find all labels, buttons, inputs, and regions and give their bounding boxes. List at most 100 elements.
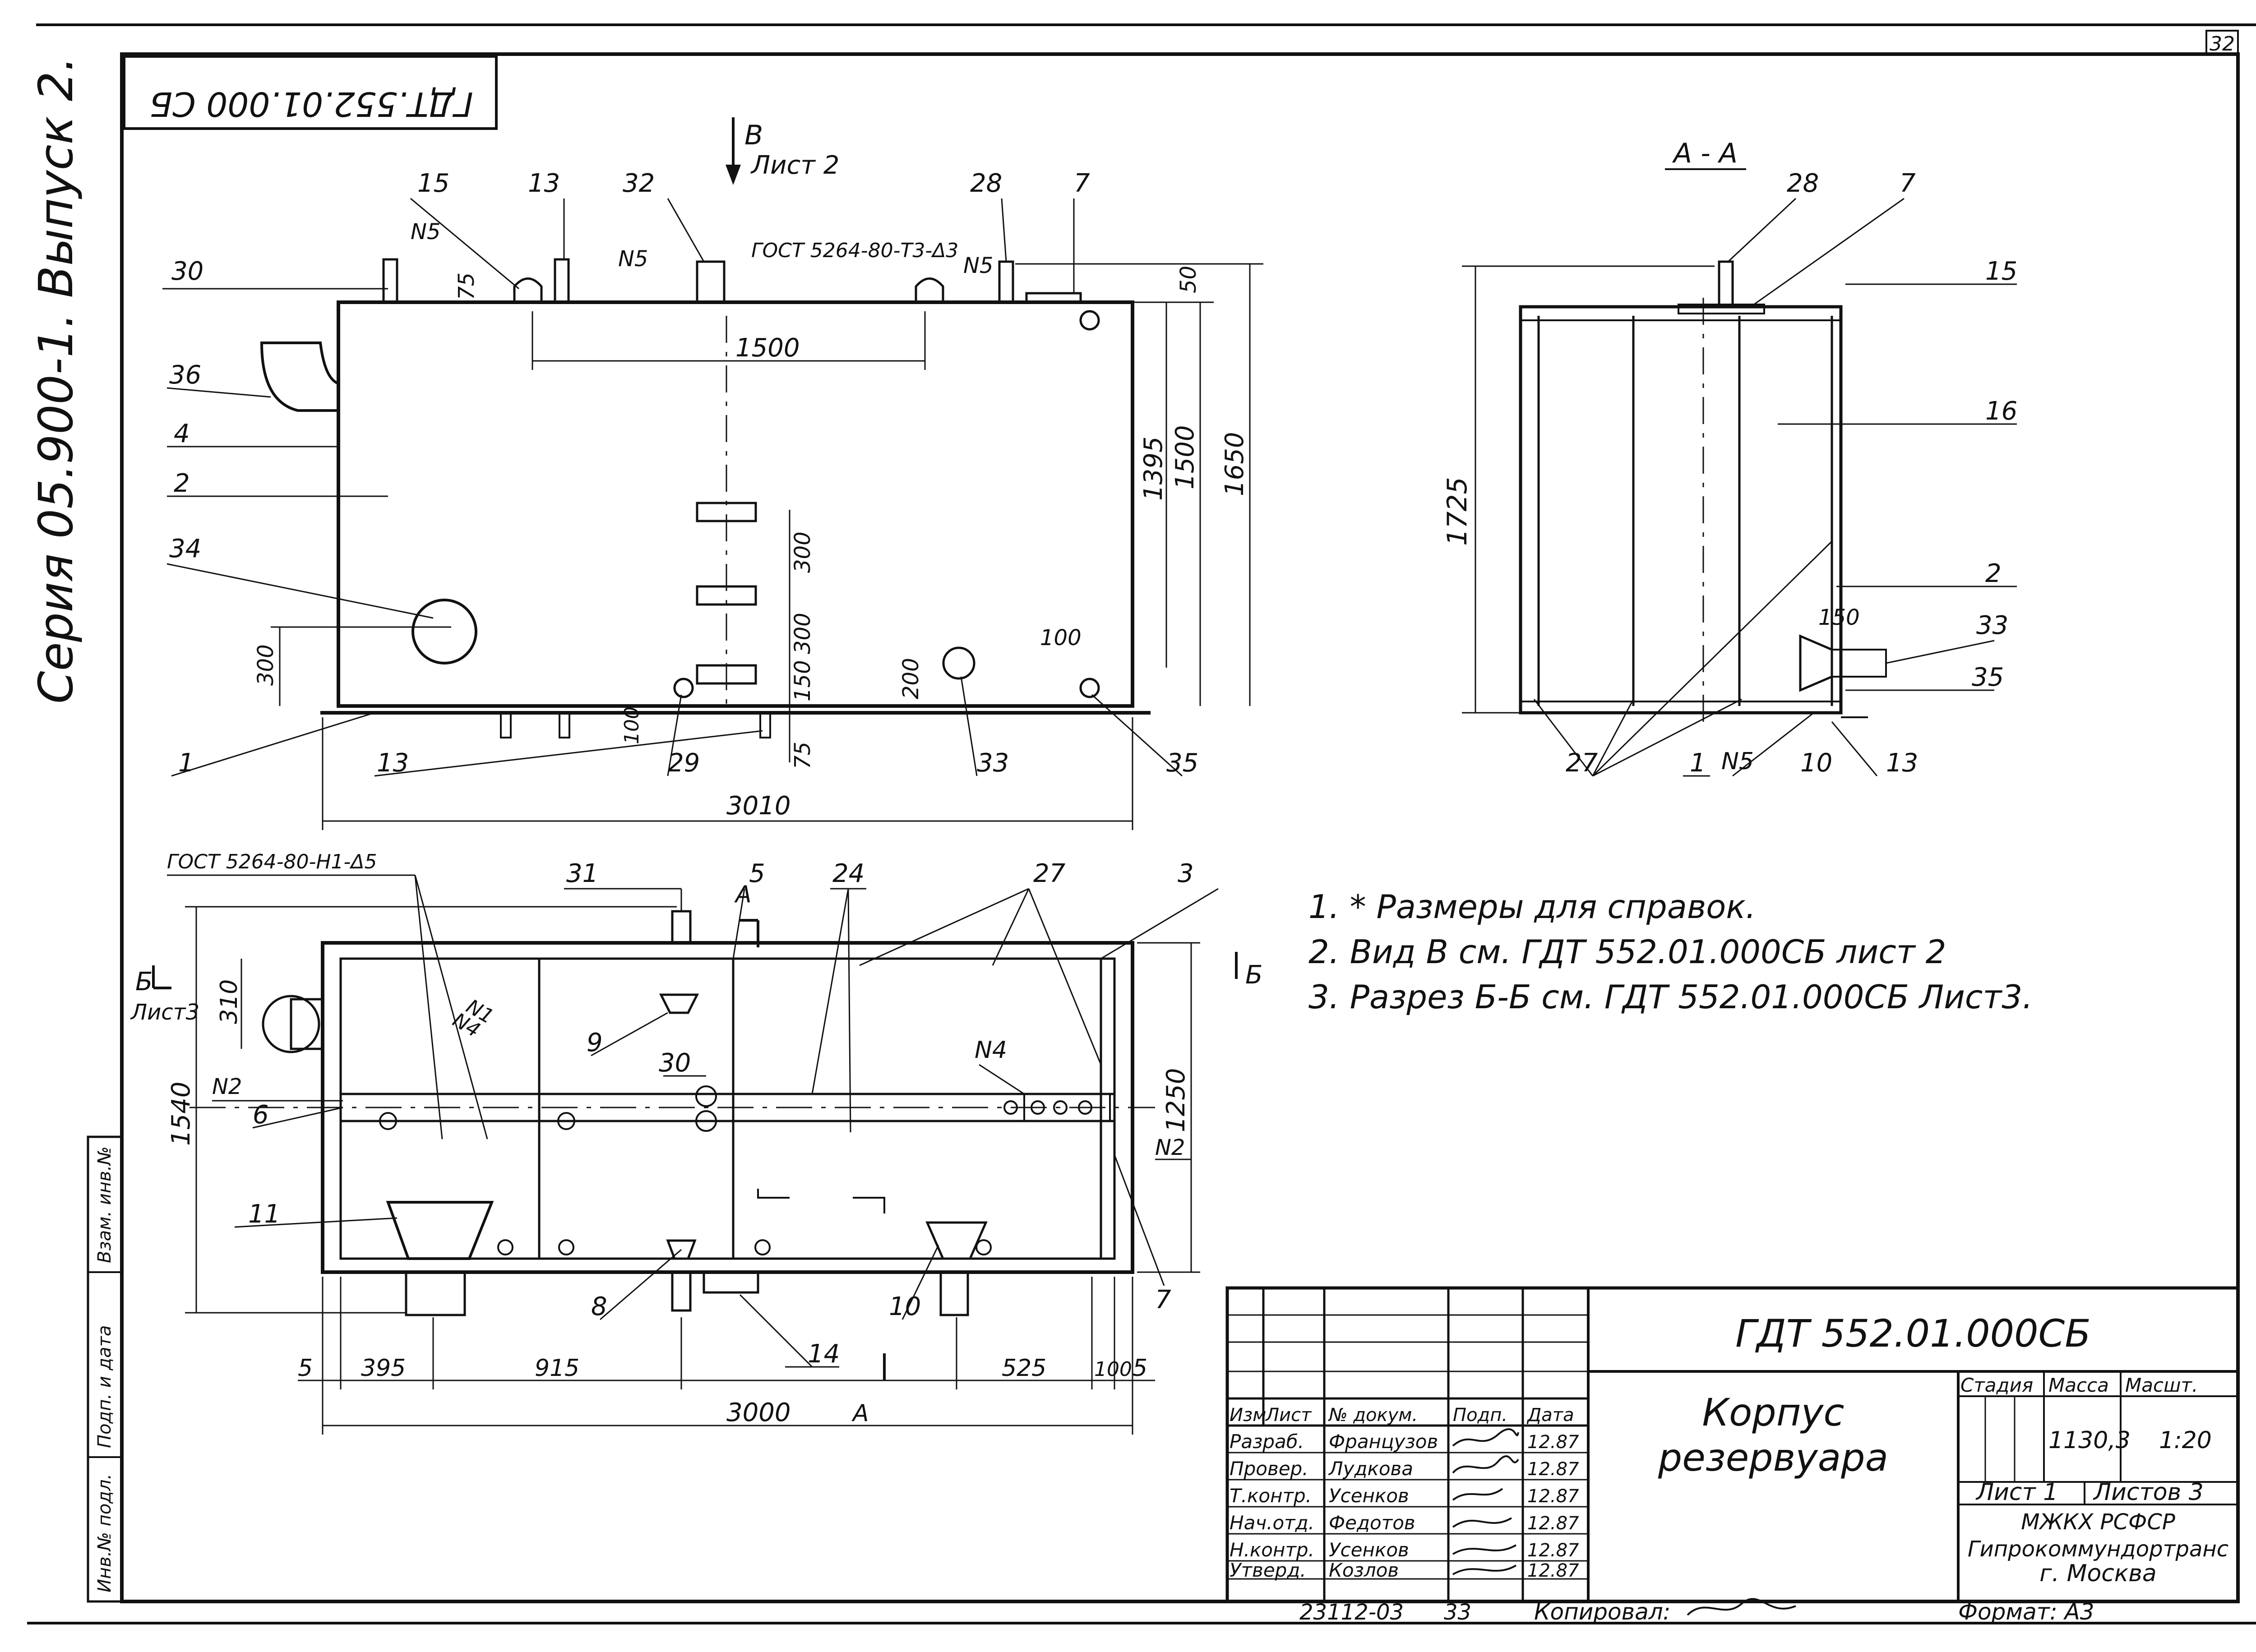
row-role: Н.контр. — [1230, 1539, 1314, 1561]
weld-mark: N5 — [963, 253, 993, 278]
callout: 35 — [1166, 748, 1198, 778]
dim: 150 — [1818, 605, 1860, 630]
note-1: 1. * Размеры для справок. — [1308, 888, 1756, 926]
callout: 34 — [169, 534, 201, 563]
callout: 7 — [1155, 1285, 1171, 1315]
callout: 10 — [889, 1292, 921, 1321]
section-b-sheet: Лист3 — [130, 1000, 199, 1025]
callout: 16 — [1985, 397, 2017, 426]
row-role: Нач.отд. — [1230, 1512, 1314, 1534]
section-b-mark: Б — [135, 967, 153, 997]
view-b-sheet: Лист 2 — [750, 151, 839, 180]
callout: 35 — [1972, 663, 2004, 692]
callout: 33 — [1976, 611, 2008, 640]
note-2: 2. Вид В см. ГДТ 552.01.000СБ лист 2 — [1308, 933, 1946, 971]
row-role: Утверд. — [1230, 1559, 1306, 1581]
section-aa — [1462, 168, 2017, 777]
callout: 15 — [417, 169, 449, 198]
callout: 13 — [1886, 748, 1918, 778]
dim: 75 — [790, 742, 815, 769]
org-3: г. Москва — [2039, 1560, 2157, 1587]
callout: 13 — [377, 748, 409, 778]
dim: 1650 — [1220, 432, 1249, 496]
dim: 100 — [1094, 1358, 1132, 1381]
dim: 395 — [361, 1355, 406, 1382]
sheets-value: Листов 3 — [2093, 1479, 2204, 1506]
callout: N4 — [975, 1037, 1007, 1064]
row-role: Разраб. — [1230, 1431, 1304, 1453]
row-date: 12.87 — [1527, 1432, 1579, 1453]
callout: 36 — [169, 360, 201, 390]
callout: 3 — [1178, 859, 1194, 888]
callout: 28 — [970, 169, 1002, 198]
org-1: МЖКХ РСФСР — [2021, 1509, 2175, 1535]
dim: 5 — [298, 1355, 313, 1382]
dim: 1540 — [166, 1081, 196, 1146]
org-2: Гипрокоммундортранс — [1968, 1537, 2228, 1562]
callout: N5 — [1721, 748, 1754, 775]
callout: N2 — [1155, 1135, 1185, 1160]
callout: 13 — [528, 169, 560, 198]
stage-header: Стадия — [1960, 1374, 2033, 1396]
section-b-mark: Б — [1245, 960, 1262, 990]
weld-left: ГОСТ 5264-80-Н1-Δ5 — [167, 850, 377, 873]
dim: 300 — [790, 613, 815, 654]
dim: 3010 — [726, 791, 791, 821]
row-name: Козлов — [1329, 1559, 1399, 1581]
footer-inv: 23112-03 — [1299, 1600, 1404, 1625]
title-name-1: Корпус — [1702, 1390, 1844, 1435]
weld-top: ГОСТ 5264-80-Т3-Δ3 — [751, 239, 958, 262]
section-a-mark: А — [734, 881, 752, 908]
note-3: 3. Разрез Б-Б см. ГДТ 552.01.000СБ Лист3… — [1308, 978, 2033, 1016]
view-b-label: В — [744, 120, 763, 151]
dim: 300 — [790, 531, 815, 573]
callout: 33 — [977, 748, 1009, 778]
stamp-inv-podl: Инв.№ подл. — [94, 1474, 115, 1592]
mass-value: 1130,3 — [2048, 1427, 2131, 1454]
dim: 525 — [1002, 1355, 1046, 1382]
stamp-vzam-inv: Взам. инв.№ — [94, 1146, 115, 1263]
front-view — [162, 117, 1263, 830]
side-stamp: Инв.№ подл. Подп. и дата Взам. инв.№ — [87, 1135, 123, 1603]
callout: 2 — [1985, 559, 2002, 588]
dim: 1725 — [1442, 477, 1473, 546]
col-podp: Подп. — [1453, 1405, 1507, 1426]
plan-view — [152, 874, 1238, 1435]
callout: N2 — [212, 1074, 242, 1099]
callout: 10 — [1800, 748, 1832, 778]
callout: 30 — [659, 1048, 691, 1078]
callout: 1 — [1690, 748, 1706, 778]
callout: 2 — [174, 469, 190, 498]
mass-header: Масса — [2048, 1374, 2109, 1396]
dim: 1395 — [1139, 436, 1168, 501]
section-a-mark: А — [851, 1400, 869, 1427]
callout: 28 — [1787, 169, 1819, 198]
row-date: 12.87 — [1527, 1486, 1579, 1507]
weld-mark: N5 — [618, 246, 648, 272]
title-name-2: резервуара — [1658, 1435, 1888, 1480]
sheet-number: 32 — [2210, 32, 2235, 55]
dim: 75 — [454, 272, 479, 300]
callout: 32 — [623, 169, 655, 198]
callout: 14 — [808, 1339, 840, 1369]
dim: 310 — [216, 979, 243, 1024]
series-label: Серия 05.900-1. Выпуск 2. — [28, 56, 83, 704]
callout: 7 — [1900, 169, 1916, 198]
sheet-value: Лист 1 — [1975, 1479, 2058, 1506]
dim: 1250 — [1161, 1068, 1191, 1132]
row-role: Провер. — [1230, 1458, 1308, 1480]
scale-header: Масшт. — [2125, 1374, 2198, 1396]
row-name: Усенков — [1329, 1539, 1409, 1561]
callout: 7 — [1074, 169, 1090, 198]
dim: 915 — [535, 1355, 579, 1382]
callout: 4 — [174, 419, 190, 448]
row-date: 12.87 — [1527, 1560, 1579, 1581]
footer-page: 33 — [1444, 1600, 1471, 1625]
callout: 8 — [591, 1292, 607, 1321]
dim: 50 — [1176, 266, 1201, 293]
callout: 27 — [1033, 859, 1066, 888]
title-designation: ГДТ 552.01.000СБ — [1735, 1311, 2091, 1356]
callout: 1 — [178, 748, 194, 778]
dim: 200 — [898, 658, 924, 699]
